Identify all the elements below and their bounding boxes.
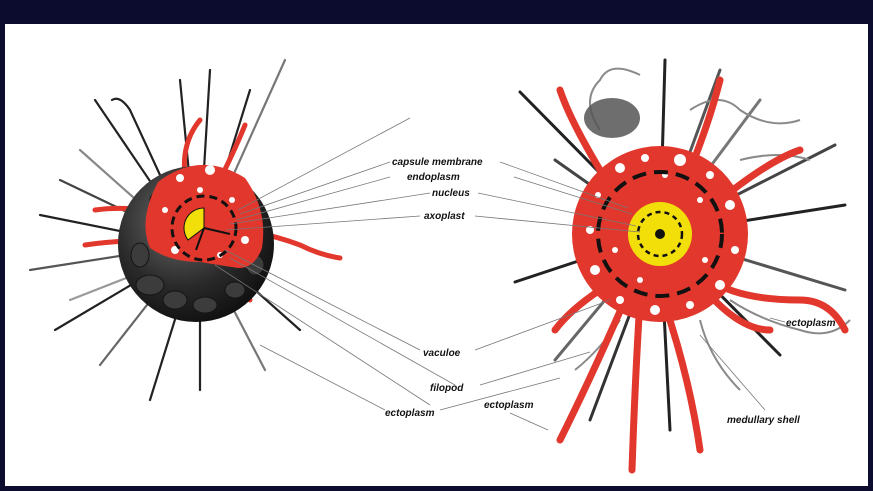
label-ectoplasm-right: ectoplasm <box>786 318 836 329</box>
left-radiolarian <box>30 60 340 400</box>
right-axoplast <box>655 229 665 239</box>
label-medullary-shell: medullary shell <box>727 415 800 426</box>
label-endoplasm: endoplasm <box>407 172 460 183</box>
label-filopod: filopod <box>430 383 464 394</box>
right-radiolarian <box>515 60 850 470</box>
label-capsule-membrane: capsule membrane <box>392 157 483 168</box>
right-tangle <box>584 98 640 138</box>
label-vaculoe: vaculoe <box>423 348 461 359</box>
label-nucleus: nucleus <box>432 188 470 199</box>
label-ectoplasm-left: ectoplasm <box>385 408 435 419</box>
label-axoplast: axoplast <box>424 211 465 222</box>
label-ectoplasm-center: ectoplasm <box>484 400 534 411</box>
